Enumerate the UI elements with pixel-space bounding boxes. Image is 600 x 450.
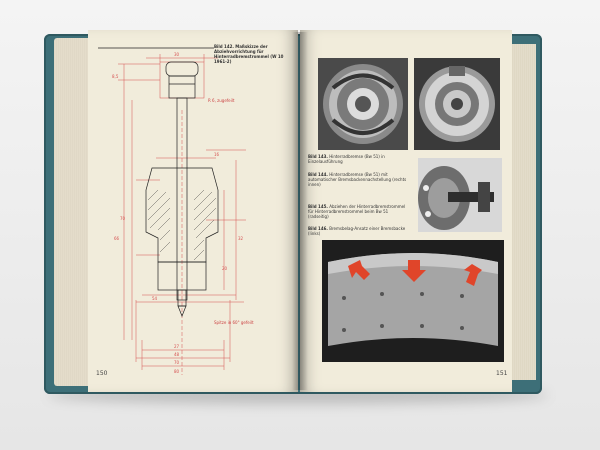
left-page (88, 30, 298, 392)
svg-text:80: 80 (174, 369, 180, 374)
caption-143: Bild 143. Hinterradbremse (Bw 51) in Ein… (308, 154, 385, 164)
photo-brake-shoe (322, 240, 504, 362)
photo-puller (418, 158, 502, 232)
svg-text:70: 70 (174, 360, 180, 365)
arrow-icon (348, 260, 482, 286)
caption-144: Bild 144. Hinterradbremse (Bw 51) mit au… (308, 172, 407, 187)
page-edges-left (54, 38, 90, 386)
photo-brake-drum-1 (318, 58, 408, 150)
caption-146: Bild 146. Bremsbelag-Ansatz einer Bremsb… (308, 226, 406, 236)
svg-text:48: 48 (174, 352, 180, 357)
technical-drawing: 30 8,5 66 70 16 32 20 54 27 48 70 80 R 6… (98, 47, 254, 375)
note-top: R 6, zugefeilt (208, 98, 235, 103)
page-edges-right (512, 44, 536, 380)
caption-145: Bild 145. Abziehen der Hinterradbremstro… (308, 204, 406, 219)
svg-text:16: 16 (214, 152, 220, 157)
gutter-shadow (292, 32, 308, 390)
svg-text:30: 30 (174, 52, 180, 57)
svg-text:8,5: 8,5 (112, 74, 119, 79)
note-bottom: Spitze in 60° gefeilt (214, 320, 254, 325)
left-page-number: 150 (96, 370, 108, 377)
left-caption-title: Bild 142. Maßskizze der Abziehvorrichtun… (214, 44, 284, 64)
svg-text:70: 70 (120, 216, 126, 221)
svg-text:27: 27 (174, 344, 180, 349)
svg-text:54: 54 (152, 296, 158, 301)
photo-brake-drum-2 (414, 58, 500, 150)
svg-text:20: 20 (222, 266, 228, 271)
left-caption: Bild 142. Maßskizze der Abziehvorrichtun… (214, 44, 294, 64)
svg-text:66: 66 (114, 236, 120, 241)
svg-text:32: 32 (238, 236, 244, 241)
right-page-number: 151 (496, 370, 508, 377)
